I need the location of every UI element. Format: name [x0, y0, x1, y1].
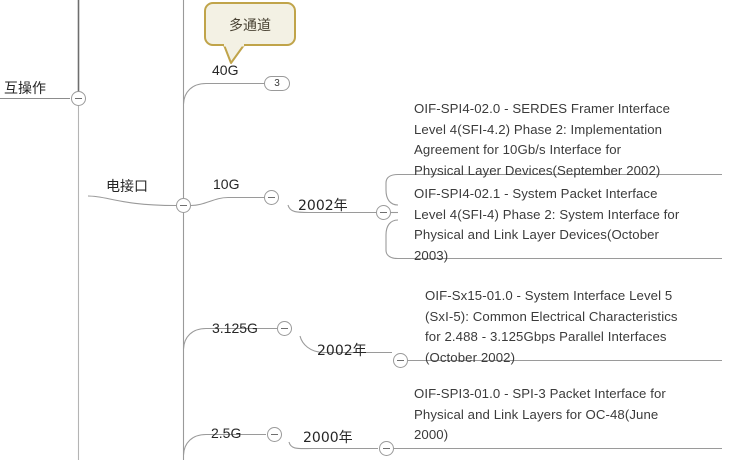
year-label-2000-25g[interactable]: 2000年 [303, 430, 353, 446]
rate-label-40g[interactable]: 40G [212, 62, 239, 78]
document-line: Level 4(SFI-4) Phase 2: System Interface… [414, 206, 680, 222]
rate-label-10g[interactable]: 10G [213, 176, 240, 192]
rate-label-3125g[interactable]: 3.125G [212, 320, 258, 336]
year-2000-25g-collapse-toggle[interactable] [379, 441, 394, 456]
rate-10g-line [190, 196, 265, 207]
year-label-2002-3125g[interactable]: 2002年 [317, 343, 367, 359]
year-2002-10g-collapse-toggle[interactable] [376, 205, 391, 220]
document-line: for 2.488 - 3.125Gbps Parallel Interface… [425, 329, 667, 345]
callout-label: 多通道 [229, 18, 271, 34]
callout-multichannel[interactable]: 多通道 [204, 2, 296, 46]
document-line: 2003) [414, 247, 449, 263]
document-line: (SxI-5): Common Electrical Characteristi… [425, 308, 678, 324]
document-line: 2000) [414, 427, 449, 443]
document-line: OIF-SPI4-02.1 - System Packet Interface [414, 186, 658, 201]
document-line: Physical and Link Layers for OC-48(June [414, 406, 659, 422]
document-text-sx15-01-0[interactable]: OIF-Sx15-01.0 - System Interface Level 5… [425, 286, 727, 368]
rate-40g-line [182, 82, 265, 105]
root-collapse-toggle[interactable] [71, 91, 86, 106]
document-line: OIF-SPI4-02.0 - SERDES Framer Interface [414, 101, 671, 116]
document-line: OIF-Sx15-01.0 - System Interface Level 5 [425, 288, 673, 303]
document-text-spi4-02-0[interactable]: OIF-SPI4-02.0 - SERDES Framer Interface … [414, 99, 726, 181]
rate-3125g-collapse-toggle[interactable] [277, 321, 292, 336]
document-text-spi4-02-1[interactable]: OIF-SPI4-02.1 - System Packet Interface … [414, 184, 726, 266]
document-text-spi3-01-0[interactable]: OIF-SPI3-01.0 - SPI-3 Packet Interface f… [414, 384, 726, 446]
branch-label-electrical-interface[interactable]: 电接口 [106, 179, 148, 195]
child-count-badge[interactable]: 3 [264, 76, 290, 91]
document-line: Level 4(SFI-4.2) Phase 2: Implementation [414, 121, 663, 137]
rate-label-25g[interactable]: 2.5G [211, 425, 242, 441]
document-line: OIF-SPI3-01.0 - SPI-3 Packet Interface f… [414, 386, 666, 401]
root-label[interactable]: 互操作 [4, 81, 46, 97]
branch-incoming-curve [87, 195, 177, 207]
document-line: Physical and Link Layer Devices(October [414, 227, 660, 243]
callout-tail-icon [223, 44, 245, 64]
document-line: (October 2002) [425, 349, 516, 365]
rate-25g-collapse-toggle[interactable] [267, 427, 282, 442]
branch-collapse-toggle[interactable] [176, 198, 191, 213]
year-label-2002-10g[interactable]: 2002年 [298, 198, 348, 214]
rate-10g-collapse-toggle[interactable] [264, 190, 279, 205]
year-2002-3125g-collapse-toggle[interactable] [393, 353, 408, 368]
document-line: Agreement for 10Gb/s Interface for [414, 142, 622, 158]
document-line: Physical Layer Devices(September 2002) [414, 162, 661, 178]
